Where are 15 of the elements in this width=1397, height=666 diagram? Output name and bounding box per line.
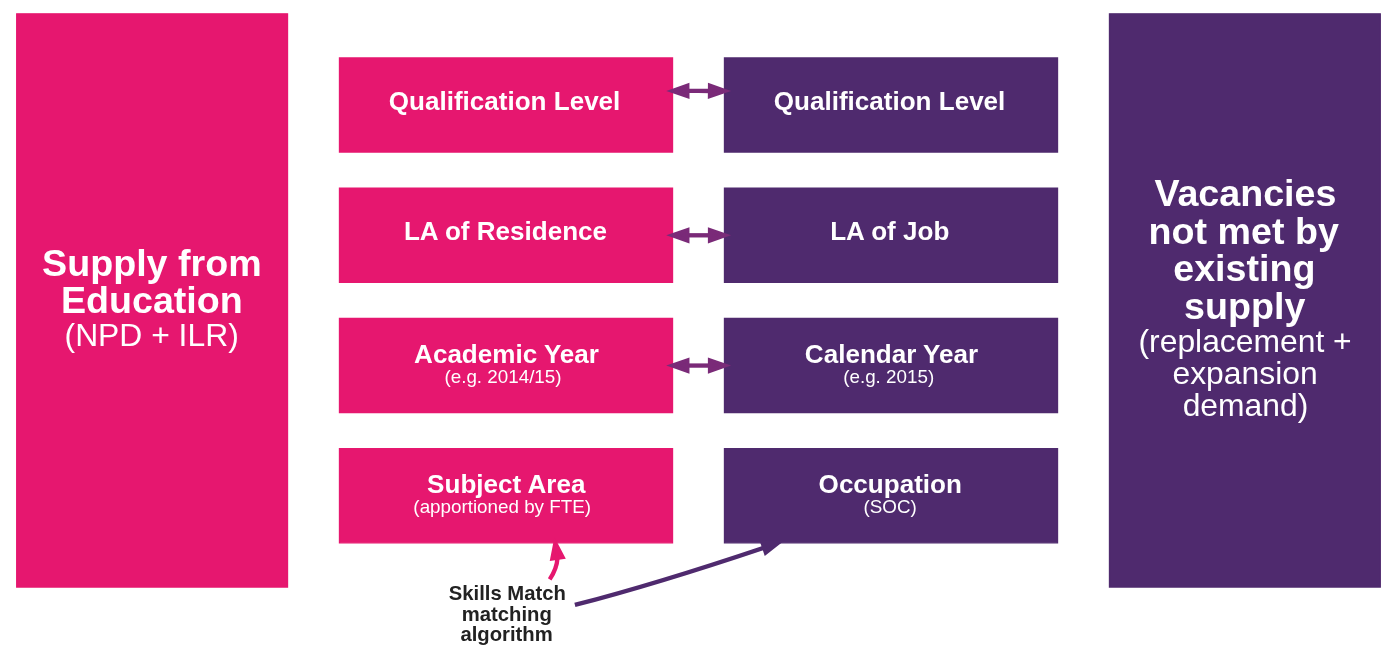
- arrow: [666, 227, 732, 244]
- node-box: Vacancies not met by existing supply (replacement + expansion demand): [1108, 13, 1381, 588]
- node-box: Occupation (SOC): [723, 448, 1059, 544]
- arrow: [666, 82, 732, 100]
- node-box: LA of Job: [723, 187, 1059, 284]
- node-box: Supply from Education (NPD + ILR): [16, 13, 289, 588]
- node-text: Skills Match matching algorithm: [448, 582, 566, 645]
- node-box: Qualification Level: [723, 57, 1059, 153]
- node-box: Subject Area (apportioned by FTE): [338, 448, 674, 544]
- node-box: Calendar Year (e.g. 2015): [723, 317, 1059, 414]
- node-box: Qualification Level: [338, 57, 674, 153]
- node-box: Academic Year (e.g. 2014/15): [338, 317, 674, 414]
- arrow: [574, 540, 785, 608]
- node-box: LA of Residence: [338, 187, 674, 284]
- arrow: [666, 357, 732, 374]
